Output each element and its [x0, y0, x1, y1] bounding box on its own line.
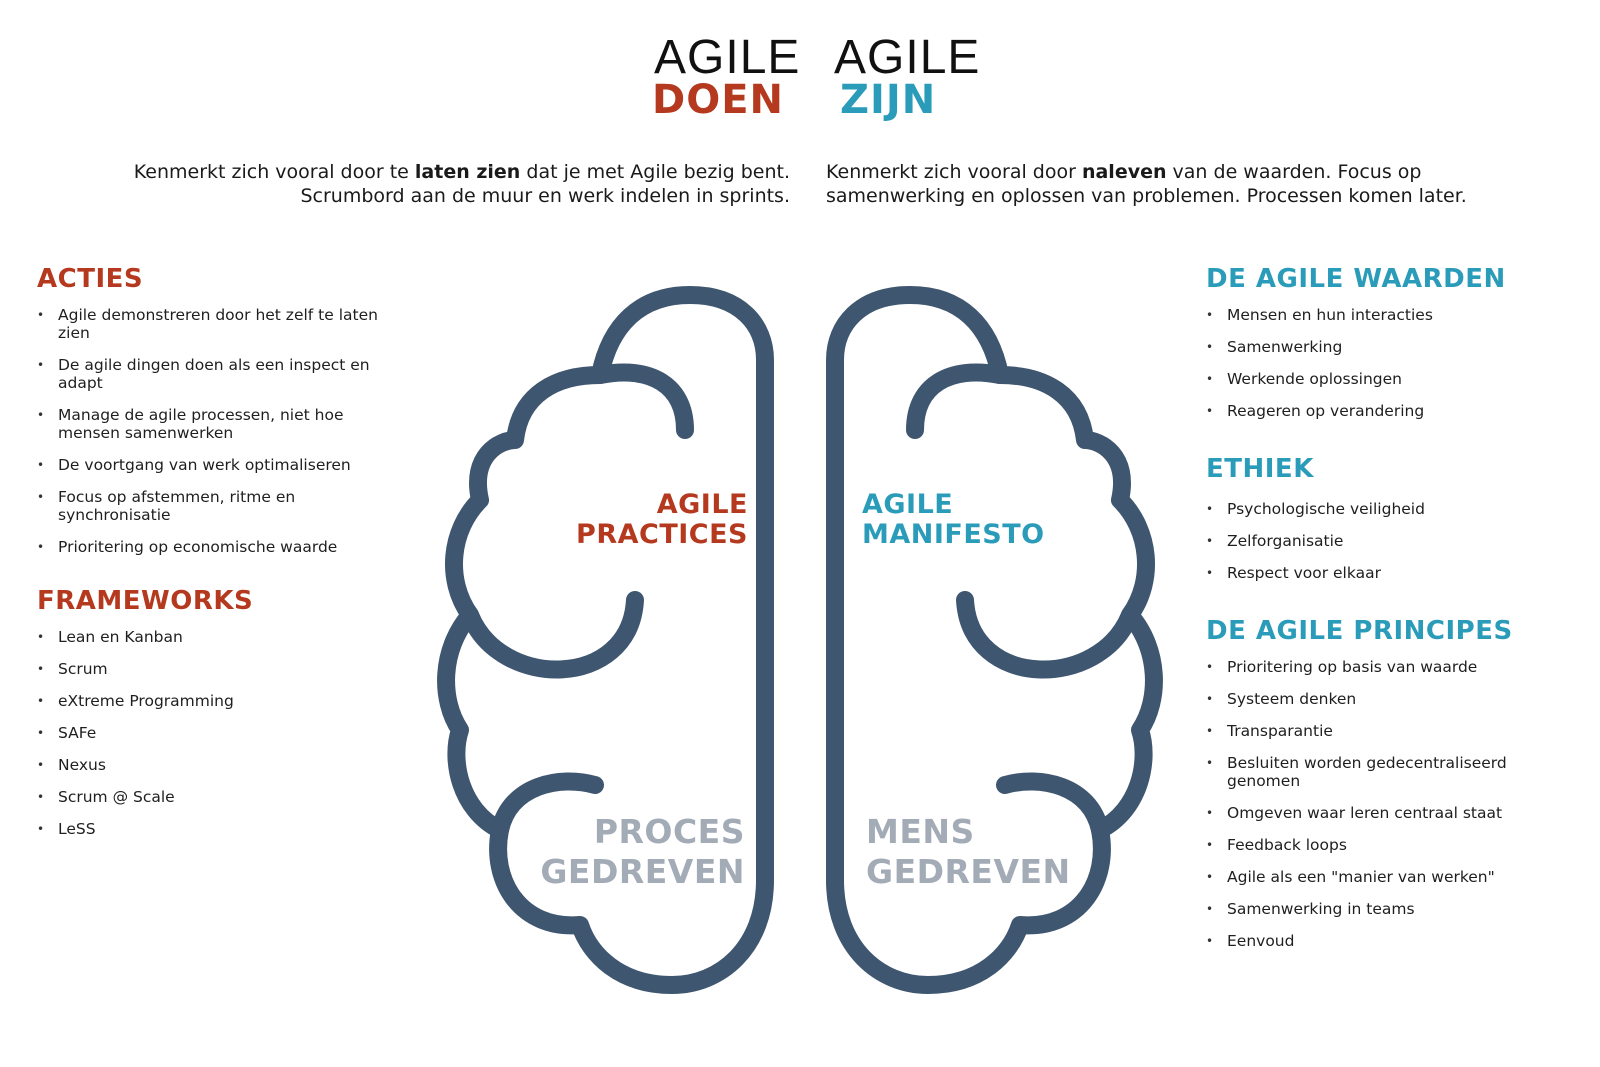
waarden-item: Samenwerking — [1206, 338, 1576, 356]
brain-label-mens-gedreven: MENS GEDREVEN — [866, 812, 1071, 892]
intro-right-post: van de waarden. Focus op — [1166, 161, 1422, 183]
principes-item: Omgeven waar leren centraal staat — [1206, 804, 1576, 822]
left-column: ACTIES Agile demonstreren door het zelf … — [37, 266, 397, 852]
brain-label-proces-gedreven: PROCES GEDREVEN — [540, 812, 745, 892]
ethiek-item: Respect voor elkaar — [1206, 564, 1576, 582]
intro-left: Kenmerkt zich vooral door te laten zien … — [30, 160, 790, 208]
ethiek-item: Psychologische veiligheid — [1206, 500, 1576, 518]
waarden-item: Mensen en hun interacties — [1206, 306, 1576, 324]
brain-right-fold-middle — [956, 591, 1139, 679]
acties-item: Agile demonstreren door het zelf te late… — [37, 306, 397, 342]
list-acties: Agile demonstreren door het zelf te late… — [37, 306, 397, 556]
brain-label-proces-gedreven-line2: GEDREVEN — [540, 852, 745, 891]
frameworks-item: Scrum @ Scale — [37, 788, 397, 806]
acties-item: Focus op afstemmen, ritme en synchronisa… — [37, 488, 397, 524]
list-ethiek: Psychologische veiligheidZelforganisatie… — [1206, 500, 1576, 582]
brain-right-hemisphere — [826, 286, 1163, 994]
intro-left-post: dat je met Agile bezig bent. — [520, 161, 790, 183]
principes-item: Eenvoud — [1206, 932, 1576, 950]
brain-label-proces-gedreven-line1: PROCES — [593, 812, 745, 851]
brain-label-agile-manifesto-line1: AGILE — [862, 489, 954, 520]
section-title-acties: ACTIES — [37, 264, 144, 294]
principes-item: Prioritering op basis van waarde — [1206, 658, 1576, 676]
frameworks-item: eXtreme Programming — [37, 692, 397, 710]
intro-right-bold: naleven — [1081, 161, 1167, 183]
brain-left-fold-middle — [461, 591, 644, 679]
principes-item: Transparantie — [1206, 722, 1576, 740]
principes-item: Besluiten worden gedecentraliseerd genom… — [1206, 754, 1576, 790]
intro-right-line2: samenwerking en oplossen van problemen. … — [826, 185, 1467, 207]
principes-item: Agile als een "manier van werken" — [1206, 868, 1576, 886]
list-frameworks: Lean en KanbanScrum eXtreme ProgrammingSA… — [37, 628, 397, 838]
brain-label-agile-practices-line1: AGILE — [656, 489, 748, 520]
frameworks-item: Scrum — [37, 660, 397, 678]
brain-left-hemisphere — [437, 286, 774, 994]
title-doen: DOEN — [652, 77, 785, 123]
section-title-principes: DE AGILE PRINCIPES — [1206, 616, 1513, 646]
list-principes: Prioritering op basis van waardeSysteem … — [1206, 658, 1576, 950]
brain-right-fold-upper — [906, 363, 1009, 439]
brain-right-fold-lower — [996, 772, 1109, 839]
brain-left-fold-lower — [491, 772, 604, 839]
waarden-item: Werkende oplossingen — [1206, 370, 1576, 388]
brain-label-agile-practices: AGILE PRACTICES — [576, 490, 748, 550]
acties-item: Manage de agile processen, niet hoe mens… — [37, 406, 397, 442]
frameworks-item: Lean en Kanban — [37, 628, 397, 646]
list-waarden: Mensen en hun interactiesSamenwerkingWer… — [1206, 306, 1576, 420]
waarden-item: Reageren op verandering — [1206, 402, 1576, 420]
ethiek-item: Zelforganisatie — [1206, 532, 1576, 550]
brain-left-fold-upper — [591, 363, 694, 439]
frameworks-item: SAFe — [37, 724, 397, 742]
principes-item: Feedback loops — [1206, 836, 1576, 854]
right-column: DE AGILE WAARDEN Mensen en hun interacti… — [1206, 266, 1576, 964]
brain-label-mens-gedreven-line2: GEDREVEN — [866, 852, 1071, 891]
intro-right-pre: Kenmerkt zich vooral door — [826, 161, 1082, 183]
section-title-waarden: DE AGILE WAARDEN — [1206, 264, 1506, 294]
section-title-frameworks: FRAMEWORKS — [37, 586, 254, 616]
title-zijn: ZIJN — [840, 77, 937, 123]
intro-right-line1: Kenmerkt zich vooral door naleven van de… — [826, 160, 1586, 184]
intro-left-line2: Scrumbord aan de muur en werk indelen in… — [300, 185, 790, 207]
principes-item: Samenwerking in teams — [1206, 900, 1576, 918]
intro-left-pre: Kenmerkt zich vooral door te — [133, 161, 415, 183]
acties-item: De agile dingen doen als een inspect en … — [37, 356, 397, 392]
frameworks-item: LeSS — [37, 820, 397, 838]
section-title-ethiek: ETHIEK — [1206, 454, 1314, 484]
brain-label-agile-manifesto-line2: MANIFESTO — [862, 519, 1045, 550]
brain-label-agile-manifesto: AGILE MANIFESTO — [862, 490, 1045, 550]
title-right-agile: AGILE — [834, 31, 981, 84]
acties-item: Prioritering op economische waarde — [37, 538, 397, 556]
intro-right: Kenmerkt zich vooral door naleven van de… — [826, 160, 1586, 208]
principes-item: Systeem denken — [1206, 690, 1576, 708]
intro-left-bold: laten zien — [414, 161, 521, 183]
acties-item: De voortgang van werk optimaliseren — [37, 456, 397, 474]
title-left-agile: AGILE — [654, 31, 801, 84]
intro-left-line1: Kenmerkt zich vooral door te laten zien … — [30, 160, 790, 184]
frameworks-item: Nexus — [37, 756, 397, 774]
brain-label-agile-practices-line2: PRACTICES — [576, 519, 748, 550]
brain-label-mens-gedreven-line1: MENS — [866, 812, 975, 851]
